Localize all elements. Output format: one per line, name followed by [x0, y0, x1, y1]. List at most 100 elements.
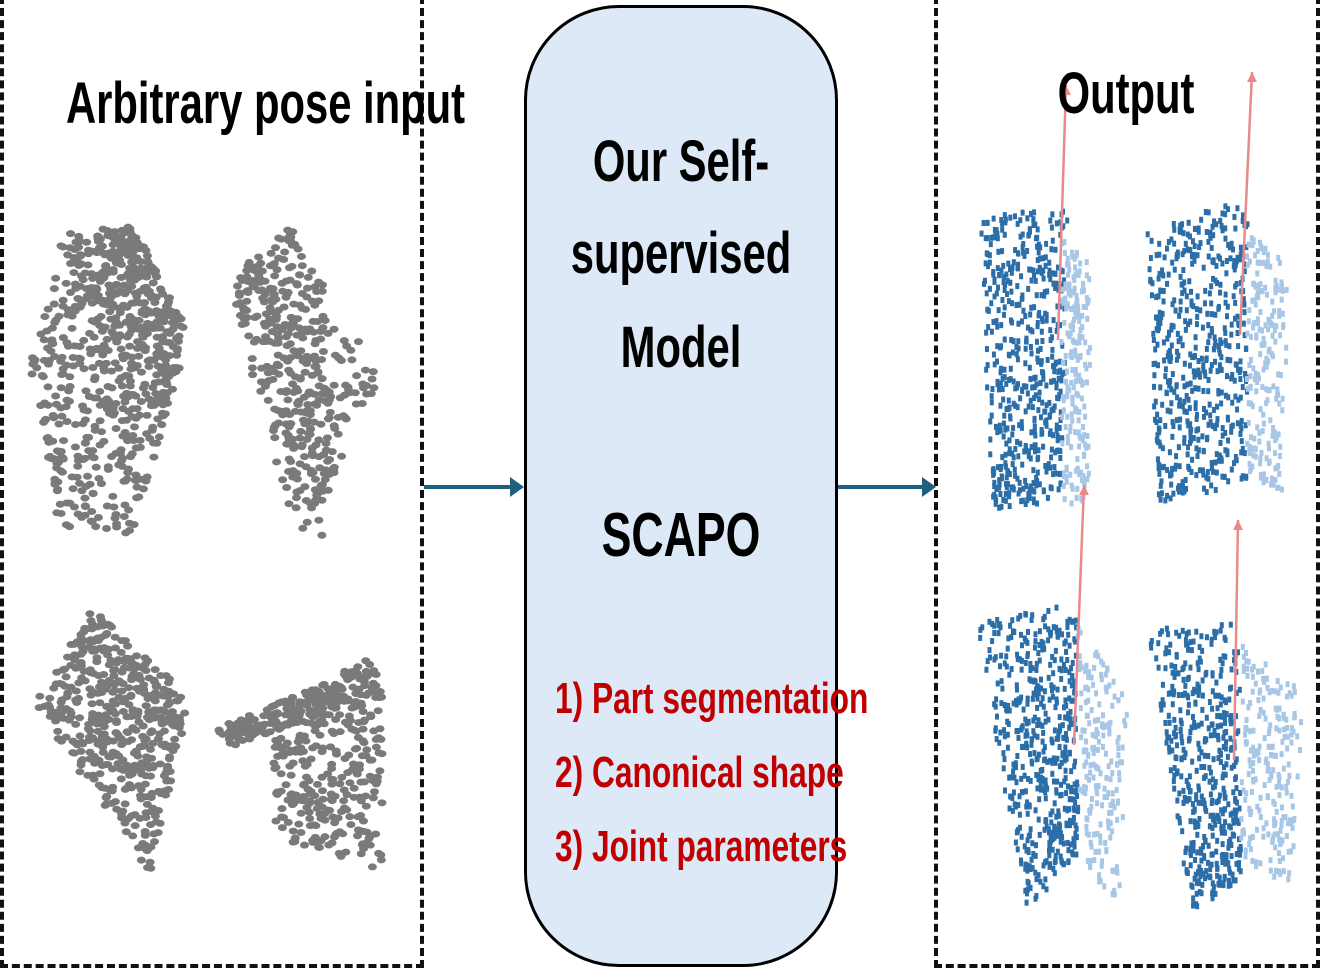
point	[1270, 838, 1275, 845]
point	[1050, 846, 1055, 853]
point	[274, 419, 284, 427]
point	[1268, 744, 1273, 751]
point	[1047, 259, 1052, 266]
point	[1211, 756, 1216, 763]
point	[142, 753, 152, 761]
point	[309, 418, 319, 426]
point	[1228, 621, 1233, 628]
point	[1008, 793, 1013, 800]
point	[1276, 254, 1281, 261]
point	[1155, 314, 1160, 321]
point	[317, 803, 327, 811]
point	[1189, 288, 1194, 295]
point	[1217, 346, 1222, 353]
point	[1254, 863, 1259, 870]
point	[1070, 485, 1075, 492]
point	[298, 524, 308, 532]
point	[80, 624, 90, 632]
point	[85, 666, 95, 674]
point	[1006, 481, 1011, 488]
point	[1222, 634, 1227, 641]
point	[1041, 748, 1046, 755]
point	[1065, 624, 1070, 631]
point	[1045, 758, 1050, 765]
point	[1072, 636, 1077, 643]
point	[362, 746, 372, 754]
point	[142, 411, 152, 419]
point	[1193, 723, 1198, 730]
point	[1172, 716, 1177, 723]
point	[274, 234, 284, 242]
point	[1059, 667, 1064, 674]
point	[1208, 412, 1213, 419]
point	[1223, 203, 1228, 210]
point	[1267, 445, 1272, 452]
point	[1210, 832, 1215, 839]
point	[989, 399, 994, 406]
point	[65, 373, 75, 381]
point	[1086, 443, 1091, 450]
point	[58, 296, 68, 304]
point	[1263, 322, 1268, 329]
point	[1093, 848, 1098, 855]
point	[1164, 729, 1169, 736]
point	[1075, 485, 1080, 492]
point	[1239, 417, 1244, 424]
point	[1165, 378, 1170, 385]
point	[1270, 687, 1275, 694]
point	[1235, 406, 1240, 413]
point	[127, 450, 137, 458]
point	[1058, 409, 1063, 416]
point	[1186, 629, 1191, 636]
point	[992, 622, 997, 629]
point	[1233, 393, 1238, 400]
point	[1060, 722, 1065, 729]
point	[1240, 643, 1245, 650]
point	[1021, 249, 1026, 256]
point	[1095, 830, 1100, 837]
point	[1258, 455, 1263, 462]
point	[266, 319, 276, 327]
point	[1217, 255, 1222, 262]
point	[1043, 777, 1048, 784]
point	[1054, 696, 1059, 703]
point	[1069, 618, 1074, 625]
point	[1073, 830, 1078, 837]
point	[1208, 419, 1213, 426]
point	[133, 674, 143, 682]
point	[317, 356, 327, 364]
point	[142, 252, 152, 260]
point	[315, 731, 325, 739]
point	[1020, 763, 1025, 770]
point	[1057, 822, 1062, 829]
point	[1031, 677, 1036, 684]
point	[272, 738, 282, 746]
point	[1280, 837, 1285, 844]
point	[260, 277, 270, 285]
point	[1276, 431, 1281, 438]
point	[1089, 843, 1094, 850]
point	[1073, 617, 1078, 624]
point	[116, 274, 126, 282]
point	[85, 610, 95, 618]
point	[1166, 690, 1171, 697]
point	[1233, 775, 1238, 782]
point	[1234, 258, 1239, 265]
point	[1201, 413, 1206, 420]
point	[1074, 494, 1079, 501]
point	[1116, 745, 1121, 752]
point	[1049, 682, 1054, 689]
point	[1194, 472, 1199, 479]
point	[1123, 722, 1128, 729]
point	[1221, 734, 1226, 741]
point	[86, 691, 96, 699]
point	[1235, 205, 1240, 212]
point	[1073, 264, 1078, 271]
point	[1248, 373, 1253, 380]
point	[1039, 414, 1044, 421]
point	[44, 356, 54, 364]
point	[986, 263, 991, 270]
point	[1057, 665, 1062, 672]
point	[1033, 842, 1038, 849]
point	[1103, 750, 1108, 757]
